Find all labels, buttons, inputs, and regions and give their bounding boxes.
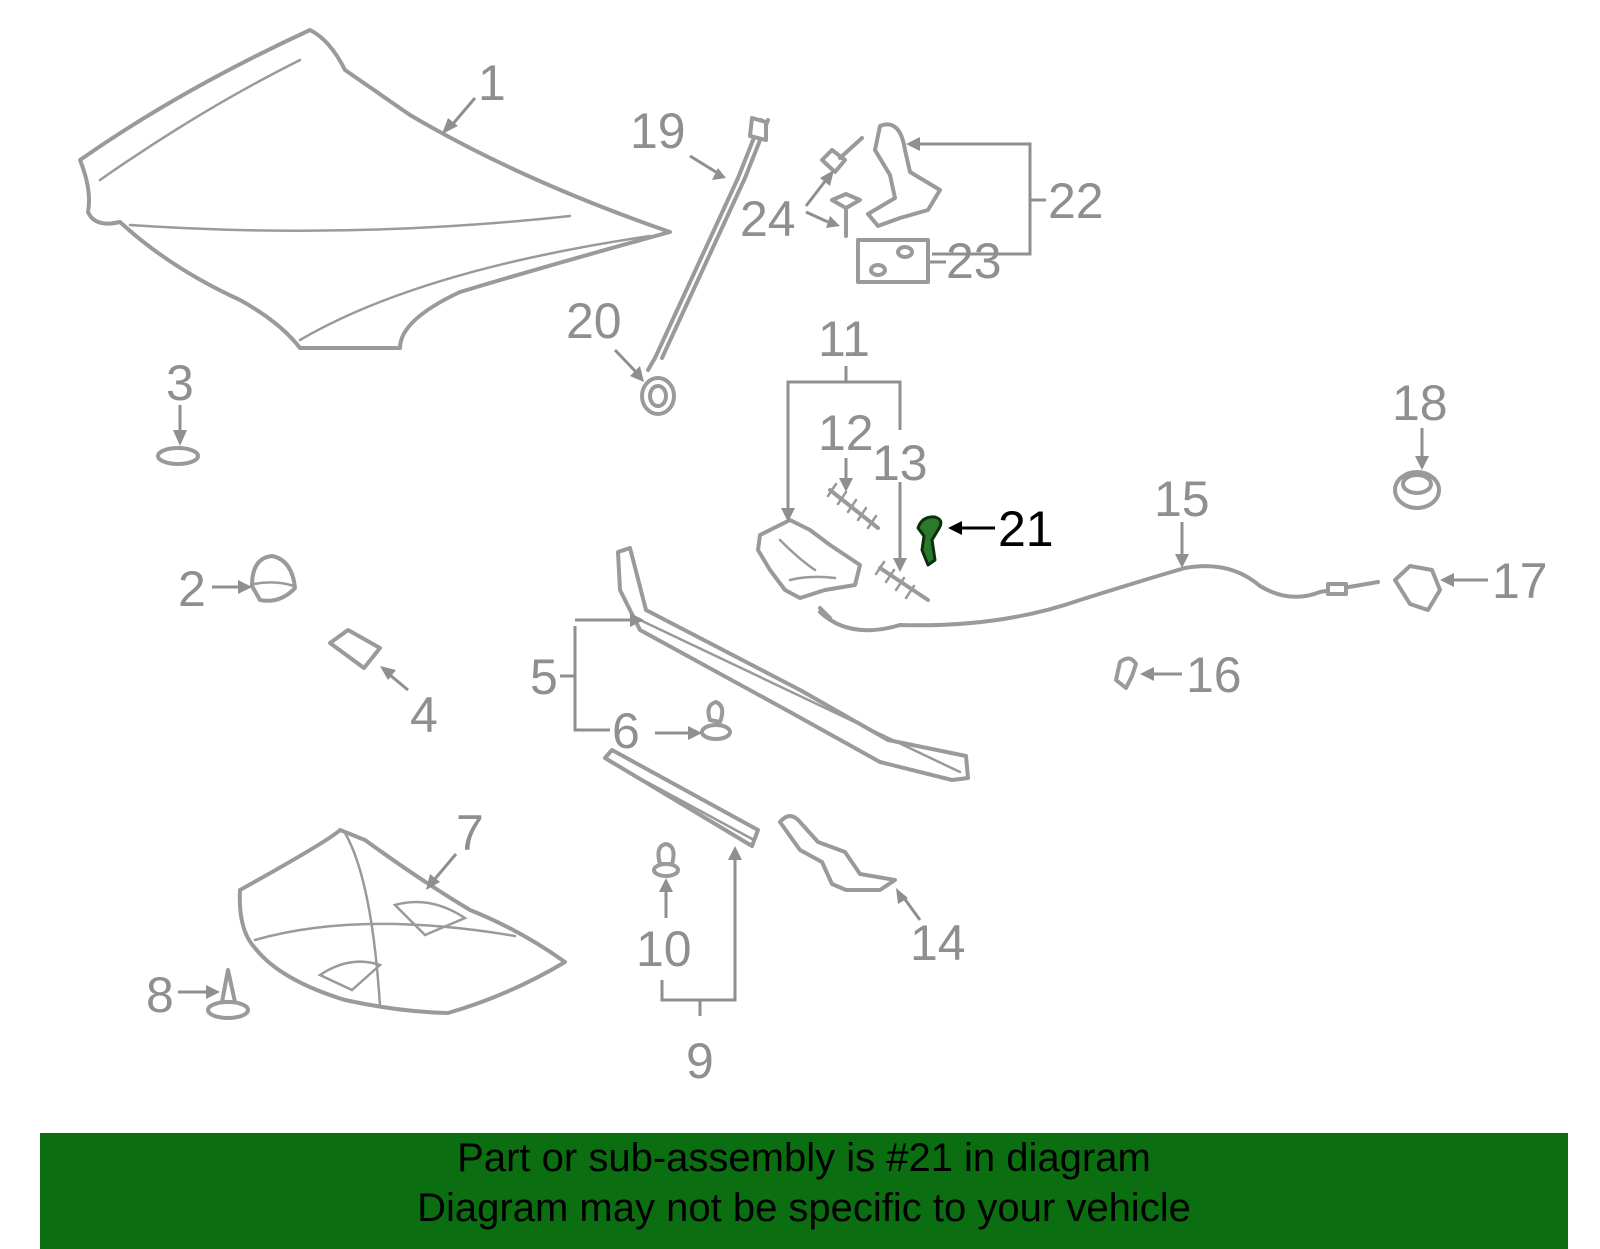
part-11-hood-lock[interactable] (756, 518, 862, 600)
part-10-clip[interactable] (652, 842, 680, 878)
label-13: 13 (872, 435, 928, 491)
label-24: 24 (740, 191, 796, 247)
part-3-seal[interactable] (156, 446, 200, 466)
part-4-pad[interactable] (328, 628, 382, 670)
part-23-shim[interactable] (856, 238, 930, 284)
banner-line-disclaimer: Diagram may not be specific to your vehi… (417, 1186, 1191, 1230)
banner-line-part: Part or sub-assembly is #21 in diagram (457, 1136, 1151, 1180)
part-19-support-rod[interactable] (646, 116, 770, 372)
label-11: 11 (818, 311, 870, 367)
label-20: 20 (566, 293, 622, 349)
label-1: 1 (478, 55, 506, 111)
callout-labels: 1 2 3 4 5 6 7 8 9 10 11 12 13 14 15 16 1… (146, 55, 1548, 1089)
part-22-hinge[interactable] (866, 122, 942, 228)
part-9-seal[interactable] (603, 748, 760, 848)
part-13-spring[interactable] (874, 560, 930, 602)
label-3: 3 (166, 355, 194, 411)
label-4: 4 (410, 687, 438, 743)
label-10: 10 (636, 921, 692, 977)
label-9: 9 (686, 1033, 714, 1089)
part-8-clip[interactable] (206, 968, 250, 1020)
label-17: 17 (1492, 553, 1548, 609)
label-5: 5 (530, 649, 558, 705)
part-15-cable[interactable] (818, 564, 1380, 633)
label-22: 22 (1048, 173, 1104, 229)
label-7: 7 (456, 805, 484, 861)
part-12-spring[interactable] (826, 482, 880, 530)
part-5-support[interactable] (616, 546, 970, 782)
label-16: 16 (1186, 647, 1242, 703)
part-7-insulator[interactable] (237, 828, 567, 1015)
part-17-release-handle[interactable] (1393, 564, 1442, 612)
part-2-cap[interactable] (250, 554, 297, 603)
part-18-grommet[interactable] (1393, 470, 1441, 510)
label-18: 18 (1392, 375, 1448, 431)
label-12: 12 (818, 405, 874, 461)
label-23: 23 (946, 233, 1002, 289)
part-6-clip[interactable] (700, 700, 732, 741)
part-20-grommet[interactable] (640, 376, 676, 416)
part-1-hood[interactable] (78, 28, 672, 350)
part-16-clip[interactable] (1114, 656, 1138, 690)
part-21-highlighted[interactable] (916, 515, 943, 567)
label-15: 15 (1154, 471, 1210, 527)
part-24-bolts[interactable] (820, 136, 864, 238)
leader-lines (173, 97, 1488, 1016)
label-19: 19 (630, 103, 686, 159)
label-14: 14 (910, 915, 966, 971)
part-14-bracket[interactable] (778, 814, 897, 892)
label-2: 2 (178, 561, 206, 617)
label-6: 6 (612, 703, 640, 759)
label-21: 21 (998, 501, 1054, 557)
label-8: 8 (146, 967, 174, 1023)
info-banner: Part or sub-assembly is #21 in diagram D… (40, 1133, 1568, 1249)
